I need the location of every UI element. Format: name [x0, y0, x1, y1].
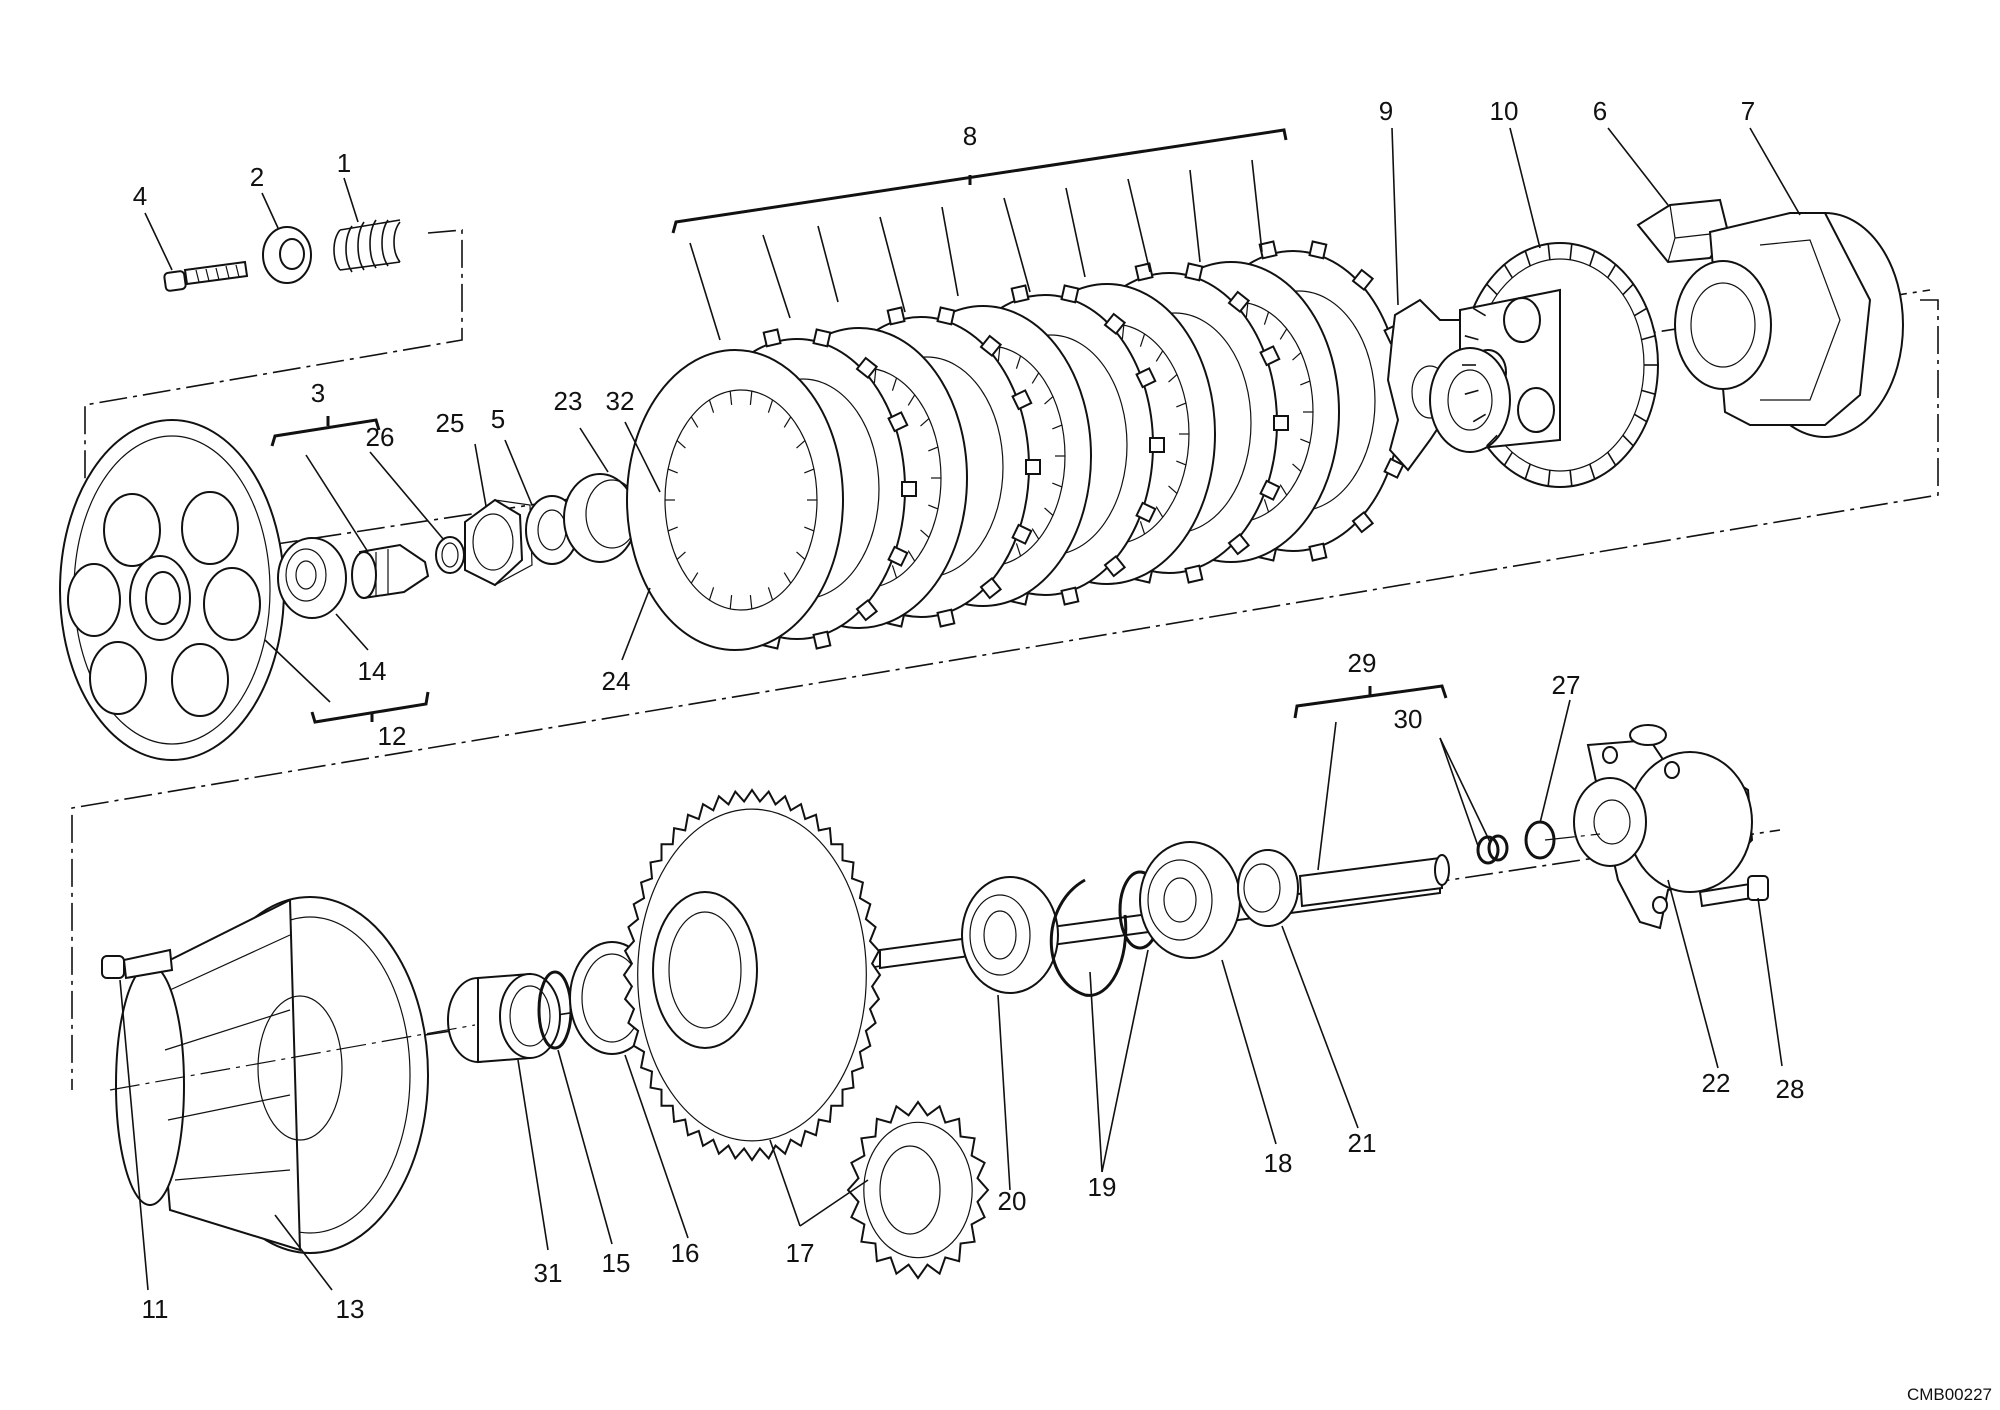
part-11-bolt — [101, 948, 174, 980]
part-21-bearing — [1237, 849, 1299, 927]
callout-27: 27 — [1552, 670, 1581, 700]
part-10-clutch-hub — [1429, 242, 1659, 488]
callout-1: 1 — [337, 148, 351, 178]
part-17-primary-gear — [622, 788, 882, 1162]
part-1-spring — [333, 219, 401, 273]
callout-22: 22 — [1702, 1068, 1731, 1098]
callout-5: 5 — [491, 404, 505, 434]
callout-20: 20 — [998, 1186, 1027, 1216]
callout-18: 18 — [1264, 1148, 1293, 1178]
leader-lines — [109, 127, 1801, 1291]
callout-32: 32 — [606, 386, 635, 416]
callout-3: 3 — [311, 378, 325, 408]
part-14-bearing — [277, 537, 347, 619]
callout-10: 10 — [1490, 96, 1519, 126]
callout-25: 25 — [436, 408, 465, 438]
clutch-plate — [626, 349, 844, 651]
callout-4: 4 — [133, 181, 147, 211]
callout-26: 26 — [366, 422, 395, 452]
part-20-bearing — [961, 876, 1059, 994]
callout-14: 14 — [358, 656, 387, 686]
part-26-o-ring — [435, 536, 465, 574]
callout-30: 30 — [1394, 704, 1423, 734]
part-3-pushrod-cap — [351, 543, 430, 600]
callout-28: 28 — [1776, 1074, 1805, 1104]
callout-16: 16 — [671, 1238, 700, 1268]
callout-8: 8 — [963, 121, 977, 151]
part-23-thrust-washer — [563, 473, 639, 563]
part-17-pinion-gear — [846, 1100, 990, 1280]
callout-2: 2 — [250, 162, 264, 192]
part-7-bellhousing-cover — [1674, 212, 1904, 438]
part-31-bushing — [447, 972, 561, 1064]
callout-12: 12 — [378, 721, 407, 751]
callout-21: 21 — [1348, 1128, 1377, 1158]
callout-11: 11 — [142, 1294, 169, 1324]
callout-17: 17 — [786, 1238, 815, 1268]
callout-6: 6 — [1593, 96, 1607, 126]
part-28-screw — [1698, 875, 1769, 908]
callout-31: 31 — [534, 1258, 563, 1288]
part-8-clutch-plate-pack — [626, 240, 1413, 651]
callout-29: 29 — [1348, 648, 1377, 678]
callout-labels: 1 2 3 4 5 6 7 8 9 10 11 12 13 14 15 16 1… — [133, 96, 1805, 1324]
part-30-seal-rings — [1476, 834, 1509, 865]
part-2-spring-cup — [262, 226, 312, 284]
callout-19: 19 — [1088, 1172, 1117, 1202]
callout-9: 9 — [1379, 96, 1393, 126]
callout-23: 23 — [554, 386, 583, 416]
callout-24: 24 — [602, 666, 631, 696]
part-12-pressure-plate — [59, 419, 285, 761]
part-22-slave-cylinder — [1573, 724, 1754, 930]
callout-7: 7 — [1741, 96, 1755, 126]
part-4-screw — [163, 260, 249, 292]
drawing-code: CMB00227 — [1907, 1385, 1992, 1404]
part-18-bearing — [1139, 841, 1241, 959]
part-13-clutch-drum — [115, 896, 429, 1254]
part-25-nut — [464, 498, 533, 587]
callout-15: 15 — [602, 1248, 631, 1278]
callout-13: 13 — [336, 1294, 365, 1324]
